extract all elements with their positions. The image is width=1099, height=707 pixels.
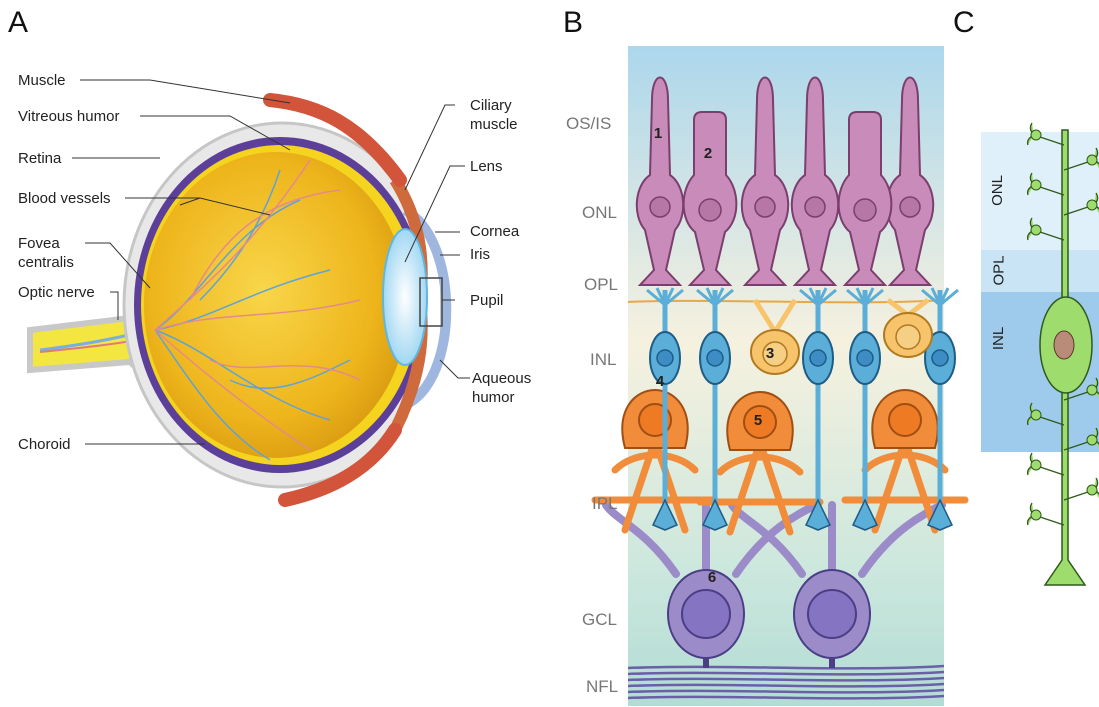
muller-end-bulb (1031, 410, 1041, 420)
muller-end-bulb (1087, 435, 1097, 445)
muller-end-bulb (1087, 485, 1097, 495)
muller-end-bulb (1031, 180, 1041, 190)
muller-end-bulb (1031, 510, 1041, 520)
muller-end-bulb (1087, 155, 1097, 165)
muller-nucleus (1054, 331, 1074, 359)
muller-end-bulb (1031, 225, 1041, 235)
muller-end-bulb (1031, 460, 1041, 470)
muller-end-bulb (1087, 200, 1097, 210)
muller-end-bulb (1031, 130, 1041, 140)
muller-end-bulb (1087, 385, 1097, 395)
